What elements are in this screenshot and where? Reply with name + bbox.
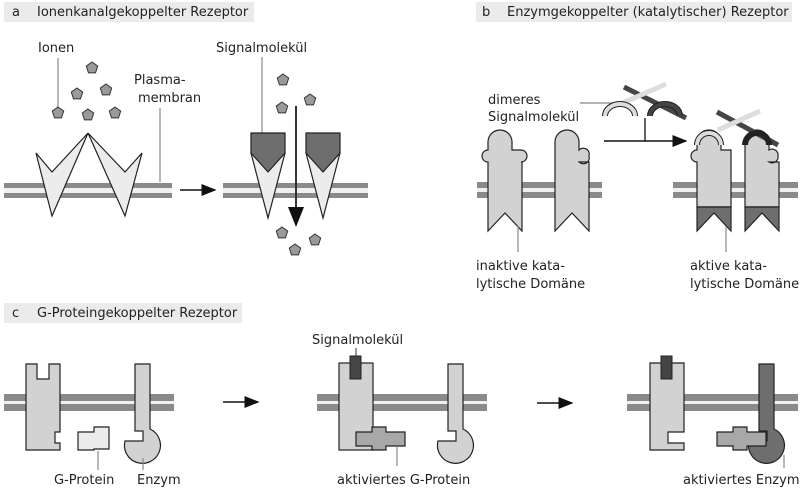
signal-molecule-bound-stage3 (660, 355, 673, 380)
membrane-label-line1: Plasma- (134, 73, 186, 88)
inactive-receptor-left (481, 129, 528, 233)
receptor-active (649, 362, 685, 451)
panel-b: b Enzymgekoppelter (katalytischer) Rezep… (476, 2, 799, 292)
dimer-label-line2: Signalmolekül (488, 110, 579, 125)
active-receptor-left (690, 129, 732, 233)
inactive-domain-label-line1: inaktive kata- (476, 259, 565, 274)
membrane (4, 394, 174, 411)
membrane-label-line2: membran (138, 91, 201, 106)
open-ion-channel (250, 132, 341, 221)
panel-a-title: Ionenkanalgekoppelter Rezeptor (37, 5, 249, 20)
g-protein-inactive (77, 426, 110, 451)
active-domain-label-line1: aktive kata- (690, 259, 767, 274)
enzyme-inactive (123, 363, 162, 464)
ions-label: Ionen (38, 41, 74, 56)
ions (51, 61, 122, 121)
inactive-receptor-right (554, 129, 590, 233)
active-enzyme-label: aktiviertes Enzym (683, 473, 800, 488)
dimer-signal-molecule (602, 81, 688, 121)
membrane (673, 182, 798, 198)
dimer-label-line1: dimeres (488, 93, 541, 108)
enzyme-active (747, 363, 786, 464)
g-protein-label: G-Protein (54, 473, 114, 488)
enzyme-label: Enzym (137, 473, 181, 488)
g-protein-active (355, 426, 406, 451)
active-domain-label-line2: lytische Domäne (690, 277, 799, 292)
signal-label-c: Signalmolekül (312, 333, 403, 348)
closed-ion-channel (35, 132, 143, 218)
panel-b-title: Enzymgekoppelter (katalytischer) Rezepto… (507, 5, 789, 20)
membrane (477, 182, 602, 198)
panel-a-letter: a (12, 5, 20, 20)
membrane (317, 394, 487, 411)
enzyme-inactive-stage2 (436, 363, 475, 464)
membrane (627, 394, 798, 411)
receptor-inactive (25, 363, 61, 451)
active-g-protein-label: aktiviertes G-Protein (337, 473, 470, 488)
panel-c-letter: c (12, 306, 19, 321)
g-protein-bound-enzyme (716, 426, 767, 451)
bound-dimer-signal-molecule (694, 108, 780, 148)
panel-c-header-bg (4, 303, 242, 323)
panel-b-letter: b (482, 5, 490, 20)
panel-c-title: G-Proteingekoppelter Rezeptor (37, 306, 238, 321)
signal-molecule-bound (349, 355, 362, 380)
signal-label-a: Signalmolekül (216, 41, 307, 56)
panel-a: a Ionenkanalgekoppelter Rezeptor Ionen P… (4, 2, 368, 256)
panel-c: c G-Proteingekoppelter Rezeptor G-Protei… (4, 303, 800, 488)
inactive-domain-label-line2: lytische Domäne (476, 277, 585, 292)
panel-b-header-bg (476, 2, 792, 22)
panel-a-header-bg (4, 2, 254, 22)
active-receptor-right (744, 129, 780, 233)
membrane (4, 183, 172, 198)
